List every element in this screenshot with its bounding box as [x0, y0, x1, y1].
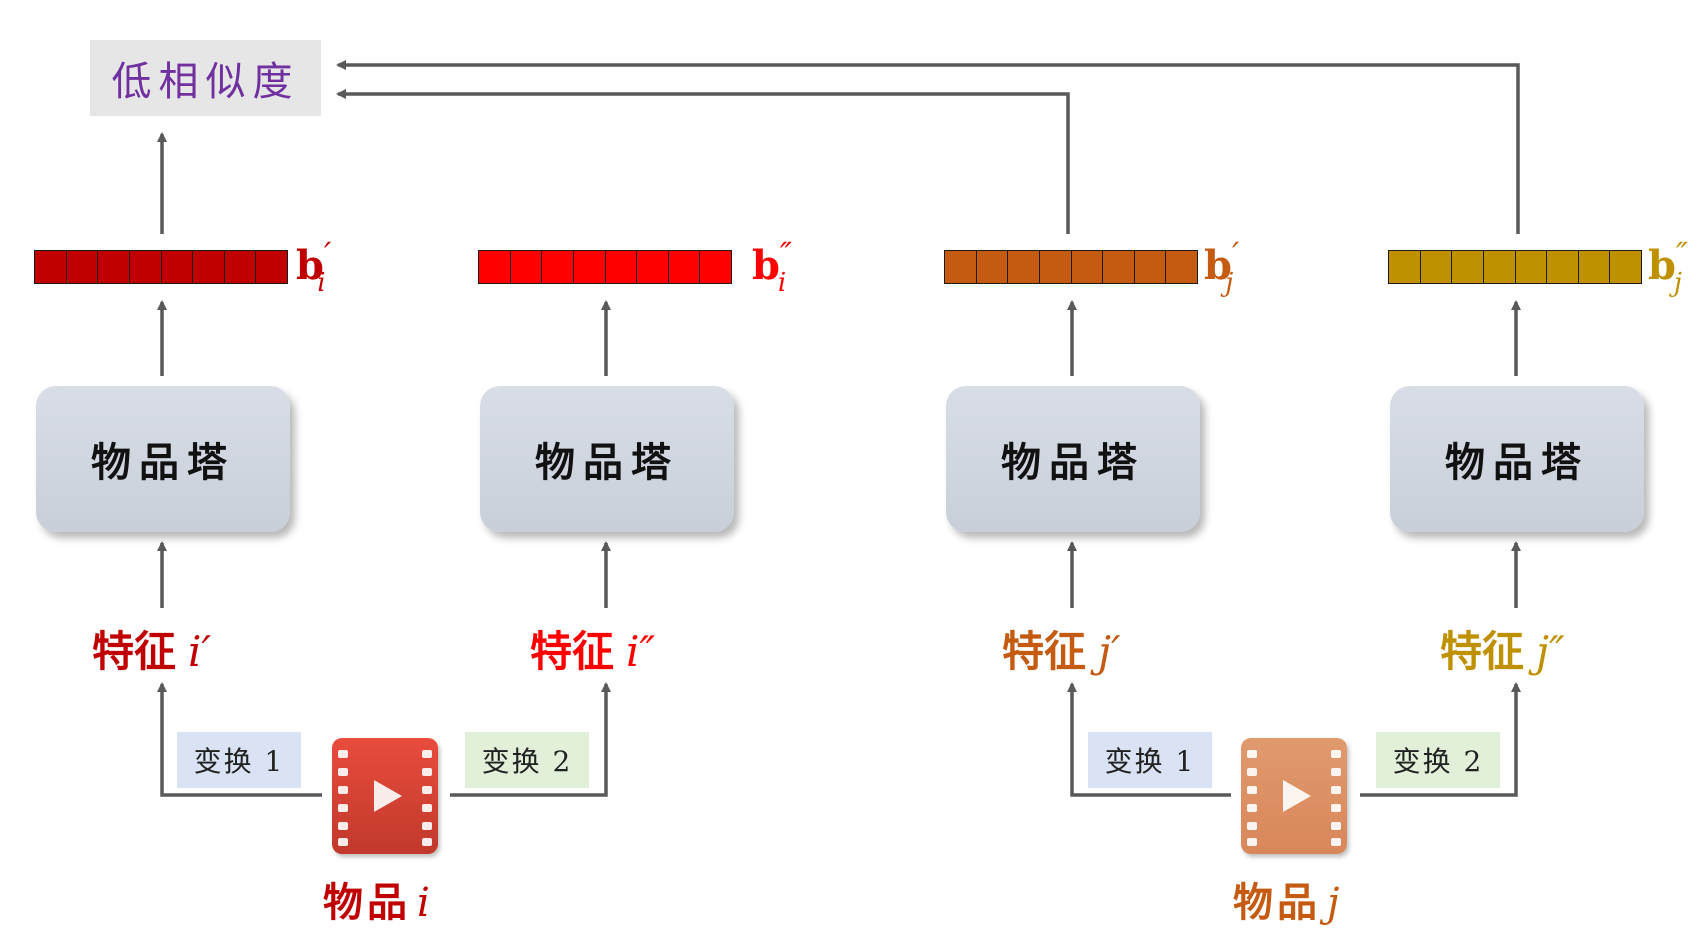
vector-sub: j [1225, 268, 1234, 298]
vector-cell [66, 251, 99, 283]
vector-cell [1039, 251, 1072, 283]
feature-text: 特征 [92, 627, 177, 676]
vector-cell [256, 251, 287, 283]
vector-cell [98, 251, 130, 283]
vector-cell [573, 251, 606, 283]
arrow-item-j-to-feature4 [1360, 682, 1521, 797]
vector-base: b [1648, 242, 1676, 289]
vector-cell [35, 251, 67, 283]
vector-cell [1515, 251, 1548, 283]
vector-label-bj-prime: b′j [1204, 235, 1247, 298]
transform-label: 变换 2 [1392, 745, 1484, 778]
vector-cell [193, 251, 225, 283]
vector-base: b [1204, 242, 1232, 289]
vector-cell [224, 251, 257, 283]
embedding-vector-bi-prime [34, 250, 288, 284]
low-similarity-box: 低相似度 [90, 40, 321, 116]
vector-cell [605, 251, 638, 283]
vector-cell [1103, 251, 1135, 283]
vector-cell [1389, 251, 1421, 283]
vector-label-bj-dprime: b″j [1648, 235, 1696, 298]
embedding-vector-bj-prime [944, 250, 1198, 284]
vector-cell [510, 251, 543, 283]
vector-cell [1547, 251, 1579, 283]
vector-cell [1483, 251, 1516, 283]
video-film-icon [1241, 738, 1347, 854]
arrow-bj-dprime-to-result [336, 60, 1520, 234]
item-text: 物品 [1233, 879, 1321, 926]
vector-sup: ′ [1231, 235, 1240, 273]
transform-2-j: 变换 2 [1376, 732, 1500, 788]
item-text: 物品 [323, 879, 411, 926]
item-tower-1: 物品塔 [36, 386, 290, 532]
tower-label: 物品塔 [1445, 439, 1589, 486]
vector-cell [1134, 251, 1167, 283]
vector-cell [700, 251, 731, 283]
vector-base: b [752, 242, 780, 289]
vector-sup: ″ [779, 235, 792, 273]
vector-cell [1071, 251, 1104, 283]
vector-cell [161, 251, 194, 283]
vector-cell [479, 251, 511, 283]
arrow-item-i-to-feature1 [157, 682, 322, 797]
video-film-icon [332, 738, 438, 854]
vector-sub: i [777, 268, 787, 298]
feature-var: i″ [626, 627, 656, 676]
vector-cell [976, 251, 1009, 283]
item-tower-2: 物品塔 [480, 386, 734, 532]
arrow-item-j-to-feature3 [1067, 682, 1231, 797]
tower-label: 物品塔 [1001, 439, 1145, 486]
vector-cell [1166, 251, 1197, 283]
vector-cell [1008, 251, 1040, 283]
vector-cell [945, 251, 977, 283]
transform-label: 变换 2 [481, 745, 573, 778]
vector-label-bi-dprime: b″i [752, 235, 800, 298]
transform-label: 变换 1 [1104, 745, 1196, 778]
tower-label: 物品塔 [91, 439, 235, 486]
feature-text: 特征 [1440, 627, 1525, 676]
transform-1-i: 变换 1 [177, 732, 301, 788]
arrow-bj-prime-to-result [336, 89, 1070, 234]
tower-label: 物品塔 [535, 439, 679, 486]
vector-cell [1452, 251, 1484, 283]
vector-sup: ″ [1675, 235, 1688, 273]
vector-sup: ′ [323, 235, 332, 273]
vector-cell [637, 251, 669, 283]
item-var: j [1327, 880, 1344, 926]
transform-label: 变换 1 [193, 745, 285, 778]
feature-var: j″ [1536, 627, 1565, 676]
vector-sub: j [1673, 268, 1682, 298]
vector-cell [1420, 251, 1453, 283]
item-tower-4: 物品塔 [1390, 386, 1644, 532]
transform-2-i: 变换 2 [465, 732, 589, 788]
vector-cell [1610, 251, 1641, 283]
vector-label-bi-prime: b′i [296, 235, 340, 298]
feature-text: 特征 [530, 627, 615, 676]
vector-cell [542, 251, 574, 283]
feature-var: i′ [188, 627, 211, 676]
low-similarity-label: 低相似度 [111, 59, 300, 105]
embedding-vector-bj-dprime [1388, 250, 1642, 284]
vector-base: b [296, 242, 324, 289]
embedding-vector-bi-dprime [478, 250, 732, 284]
item-tower-3: 物品塔 [946, 386, 1200, 532]
feature-text: 特征 [1002, 627, 1087, 676]
vector-cell [129, 251, 162, 283]
vector-cell [1578, 251, 1611, 283]
transform-1-j: 变换 1 [1088, 732, 1212, 788]
item-var: i [417, 880, 434, 926]
arrow-item-i-to-feature2 [450, 682, 611, 797]
feature-var: j′ [1098, 627, 1121, 676]
vector-cell [668, 251, 701, 283]
vector-sub: i [317, 268, 326, 298]
